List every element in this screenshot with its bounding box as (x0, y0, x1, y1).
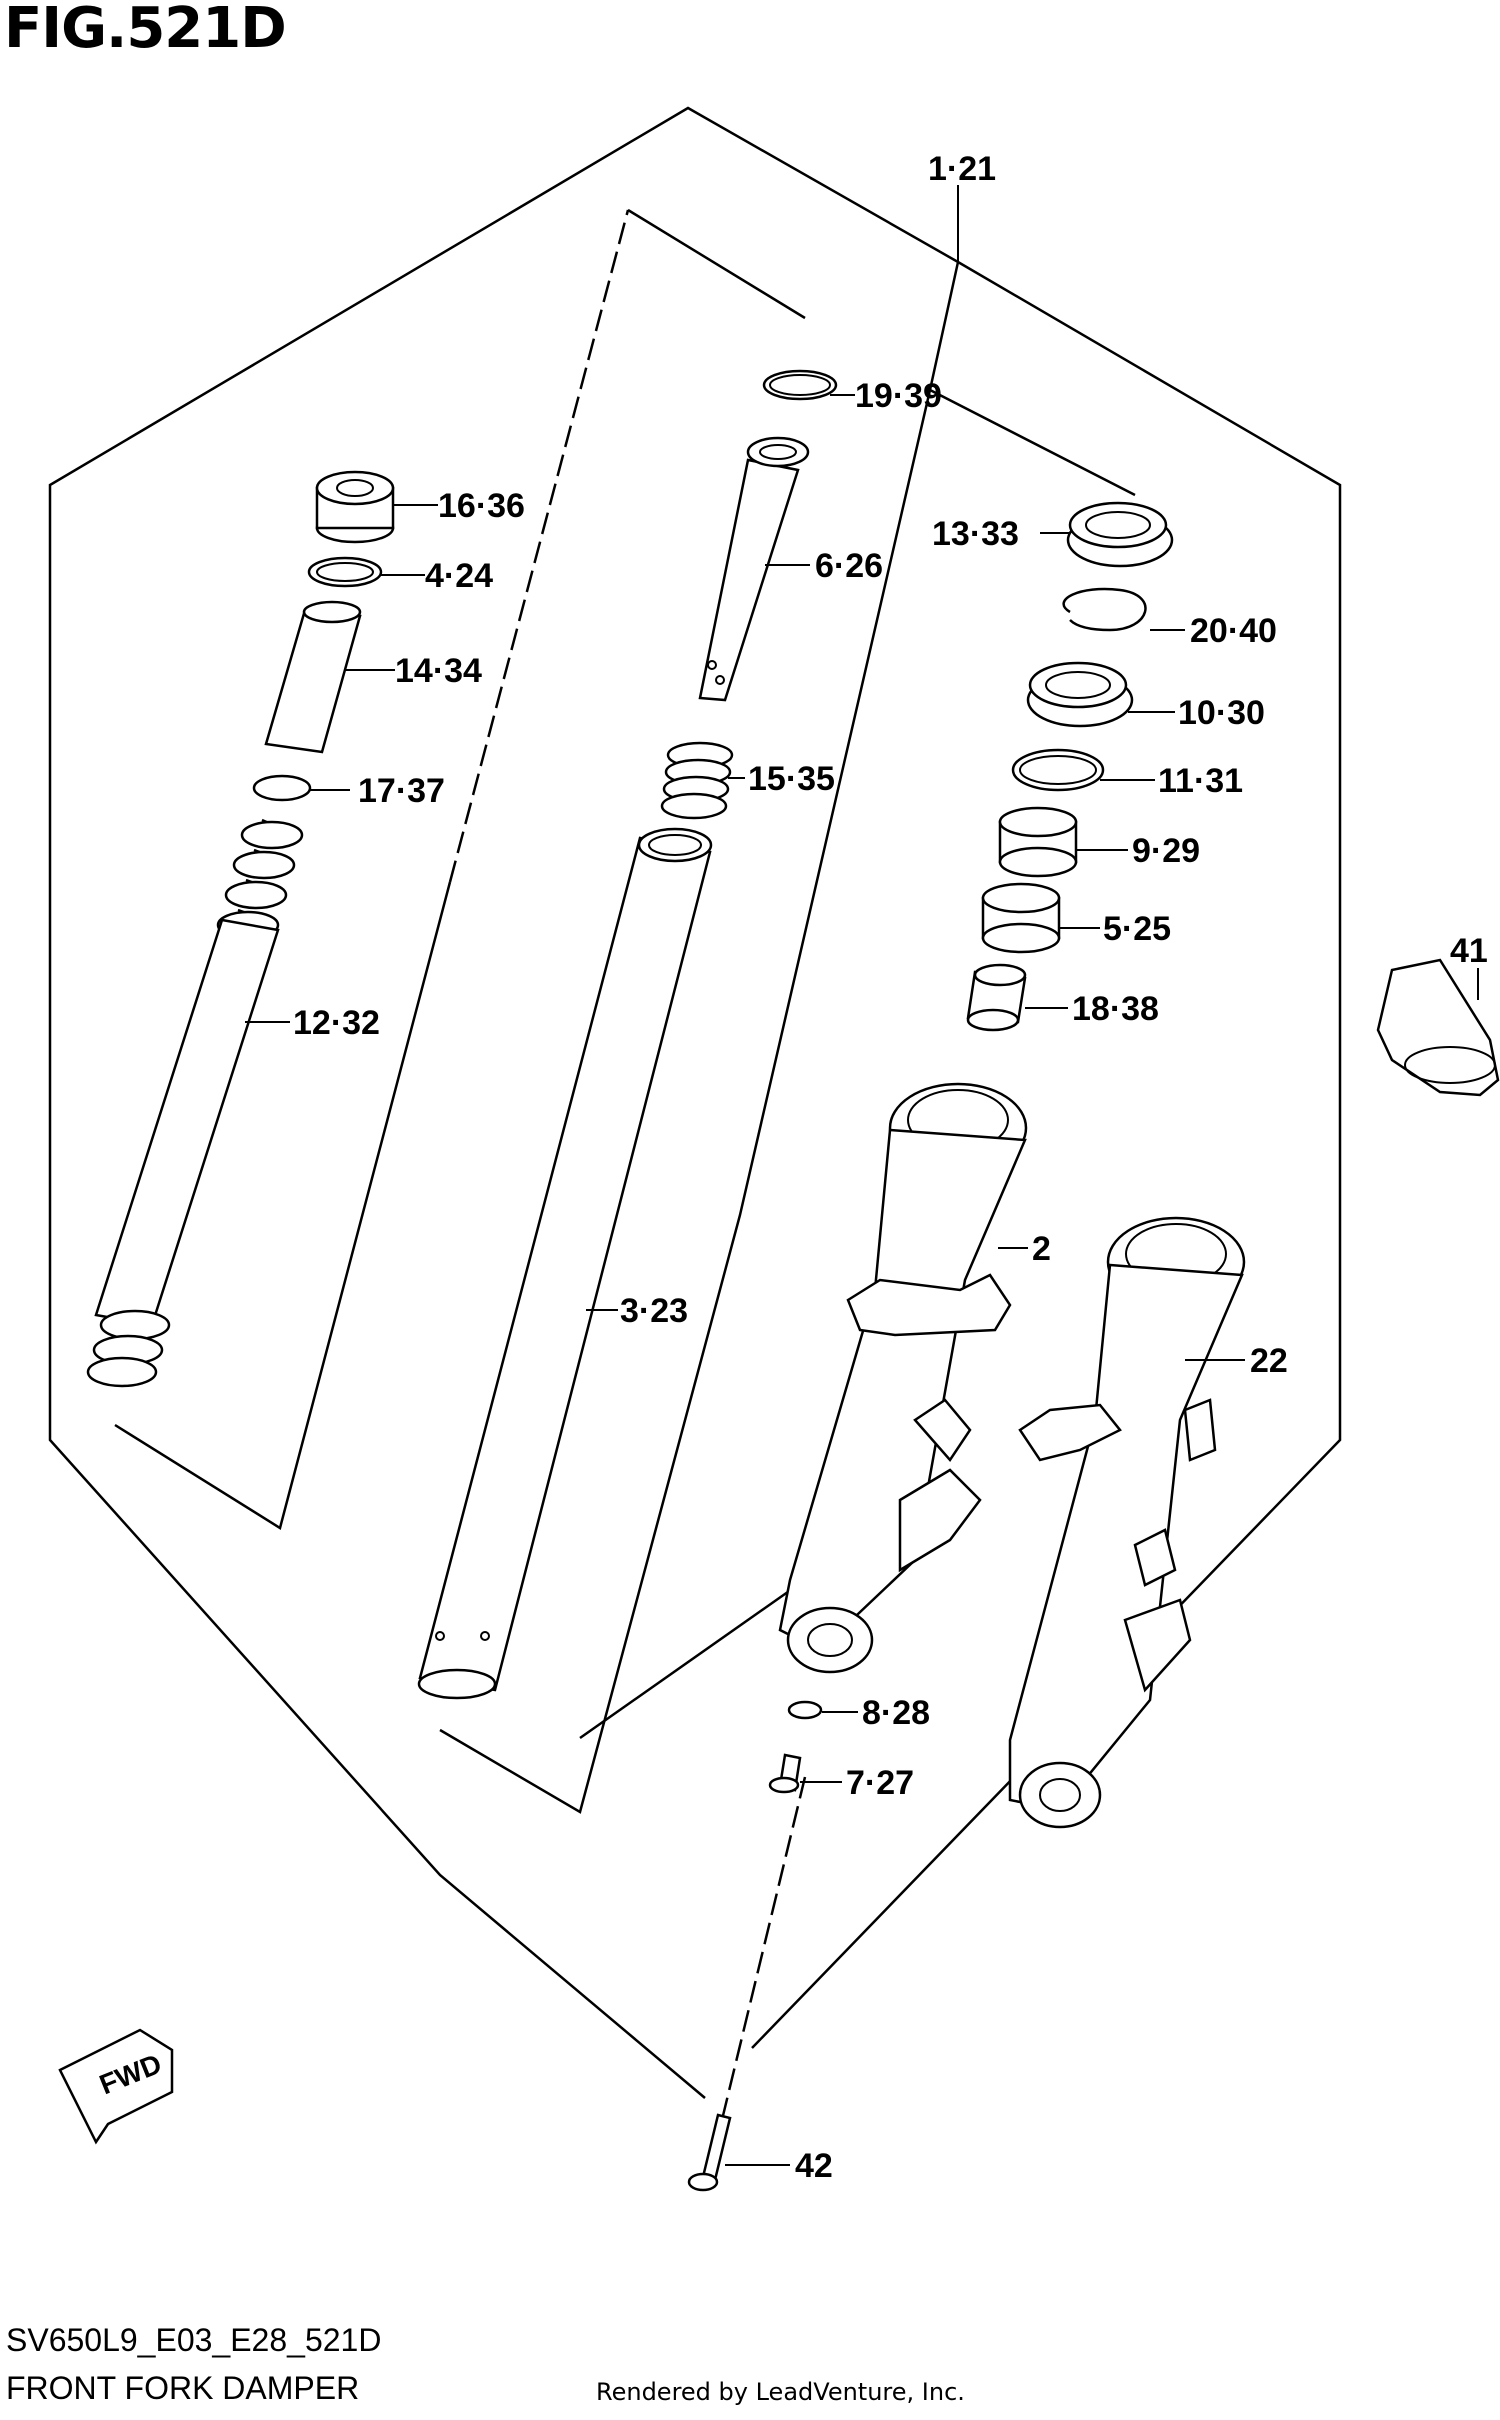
bolt-gasket-part (787, 1700, 823, 1720)
axle-axis-line (703, 1776, 807, 2191)
outer-tube-left-part (778, 1082, 1028, 1674)
callout-10-30: 10·30 (1178, 694, 1265, 732)
callout-22: 22 (1250, 1342, 1288, 1380)
fwd-arrow-icon: FWD (58, 2028, 174, 2145)
snap-ring-part (762, 369, 838, 401)
callout-1-21: 1·21 (928, 150, 996, 188)
callout-2: 2 (1032, 1230, 1051, 1268)
model-code: SV650L9_E03_E28_521D (6, 2322, 382, 2358)
callout-11-31: 11·31 (1158, 762, 1243, 800)
callout-12-32: 12·32 (293, 1004, 380, 1042)
assembly-frame (48, 106, 1342, 2099)
callout-4-24: 4·24 (425, 557, 493, 595)
damper-rod-part (698, 436, 810, 702)
callout-14-34: 14·34 (395, 652, 482, 690)
callout-8-28: 8·28 (862, 1694, 930, 1732)
o-ring-part (307, 556, 383, 588)
pinch-bolt-part (687, 2113, 732, 2192)
cylinder-group-frame (439, 261, 1136, 1814)
stopper-ring-part (1062, 587, 1147, 632)
callout-6-26: 6·26 (815, 547, 883, 585)
figure-title: FIG.521D (4, 0, 287, 61)
leader-lines (245, 185, 1479, 2166)
damper-bolt-part (768, 1753, 802, 1794)
seal-washer-part (1011, 748, 1105, 792)
callout-41: 41 (1450, 932, 1488, 970)
oil-seal-part (1026, 661, 1134, 728)
callout-labels: 1·21 19·39 16·36 4·24 14·34 17·37 12·32 … (293, 150, 1488, 2185)
callout-42: 42 (795, 2147, 833, 2185)
outer-tube-right-part (1008, 1216, 1246, 1829)
damper-group-frame (114, 208, 806, 1530)
callout-9-29: 9·29 (1132, 832, 1200, 870)
callout-20-40: 20·40 (1190, 612, 1277, 650)
callout-19-39: 19·39 (855, 377, 942, 415)
inner-tube-part (417, 827, 713, 1700)
slide-bushing-part (981, 882, 1061, 954)
callout-7-27: 7·27 (846, 1764, 914, 1802)
guide-bushing-part (998, 806, 1078, 878)
cap-bolt-part (315, 470, 395, 544)
spacer-part (264, 600, 362, 754)
callout-3-23: 3·23 (620, 1292, 688, 1330)
callout-15-35: 15·35 (748, 760, 835, 798)
rebound-spring-part (660, 741, 734, 820)
callout-13-33: 13·33 (932, 515, 1019, 553)
callout-17-37: 17·37 (358, 772, 445, 810)
render-credit: Rendered by LeadVenture, Inc. (596, 2378, 965, 2406)
oil-lock-piece-part (966, 963, 1027, 1032)
diagram-name: FRONT FORK DAMPER (6, 2370, 360, 2406)
callout-18-38: 18·38 (1072, 990, 1159, 1028)
fork-spring-part (86, 818, 304, 1388)
dust-seal-part (1066, 501, 1174, 568)
callout-5-25: 5·25 (1103, 910, 1171, 948)
callout-16-36: 16·36 (438, 487, 525, 525)
fork-guard-part (1376, 958, 1500, 1097)
washer-part (252, 774, 312, 802)
